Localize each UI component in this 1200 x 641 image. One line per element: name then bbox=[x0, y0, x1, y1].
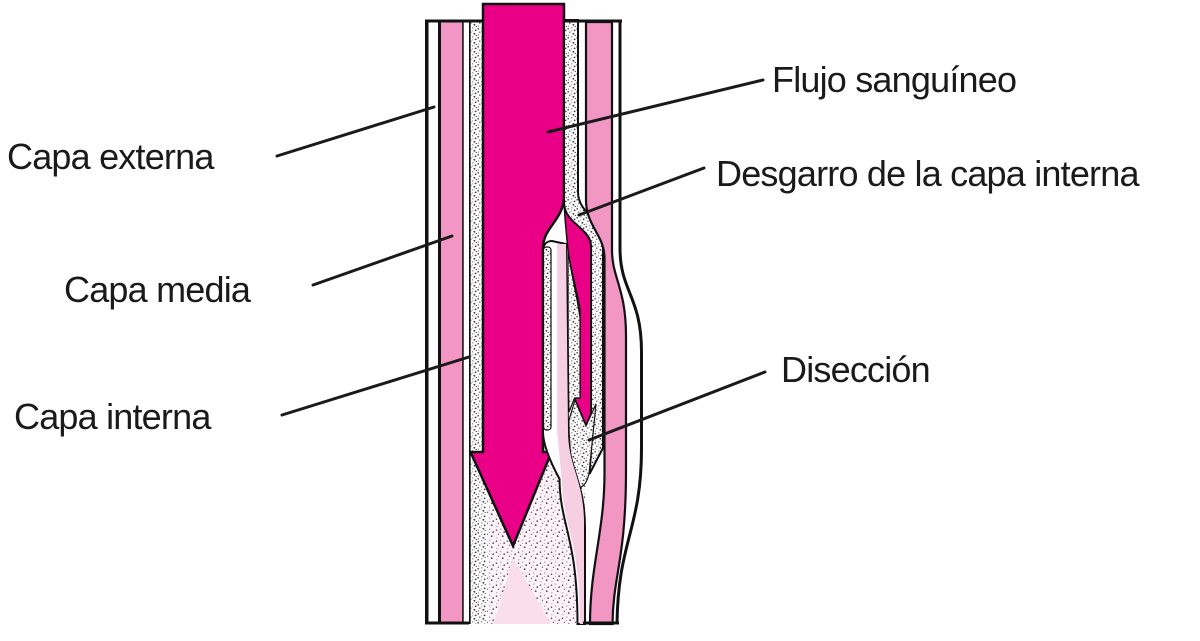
label-capa-externa: Capa externa bbox=[7, 136, 214, 177]
leader-line-desgarro bbox=[577, 166, 706, 217]
label-capa-interna: Capa interna bbox=[14, 396, 211, 437]
lumen-pale-center bbox=[494, 558, 551, 624]
leader-line-diseccion bbox=[587, 370, 767, 442]
label-desgarro-capa-interna: Desgarro de la capa interna bbox=[716, 153, 1139, 194]
left-wall-bottom-cap bbox=[425, 621, 469, 625]
leader-line-capa-externa bbox=[275, 105, 436, 158]
left-externa-strip bbox=[428, 22, 438, 624]
label-diseccion: Disección bbox=[781, 349, 931, 390]
leader-lines bbox=[275, 78, 767, 442]
false-lumen-stipple-left bbox=[567, 249, 581, 413]
leader-line-capa-media bbox=[311, 234, 454, 287]
vessel-wall-left bbox=[425, 19, 488, 625]
flap-pink-stripe bbox=[557, 244, 584, 624]
right-interna-band-torn bbox=[563, 19, 604, 475]
left-wall-top-cap bbox=[425, 19, 484, 23]
left-media-strip bbox=[441, 22, 462, 624]
left-outer-outline bbox=[425, 20, 429, 624]
label-capa-media: Capa media bbox=[64, 269, 251, 310]
leader-line-capa-interna bbox=[280, 355, 471, 417]
right-wall-bottom-cap bbox=[583, 621, 619, 625]
flap-stipple-edge bbox=[542, 246, 552, 431]
leader-line-flujo bbox=[546, 78, 765, 134]
label-flujo-sanguineo: Flujo sanguíneo bbox=[772, 59, 1017, 100]
dissection-flap bbox=[542, 239, 586, 625]
right-wall-top-cap bbox=[564, 19, 622, 23]
right-outer-outline bbox=[615, 20, 643, 625]
